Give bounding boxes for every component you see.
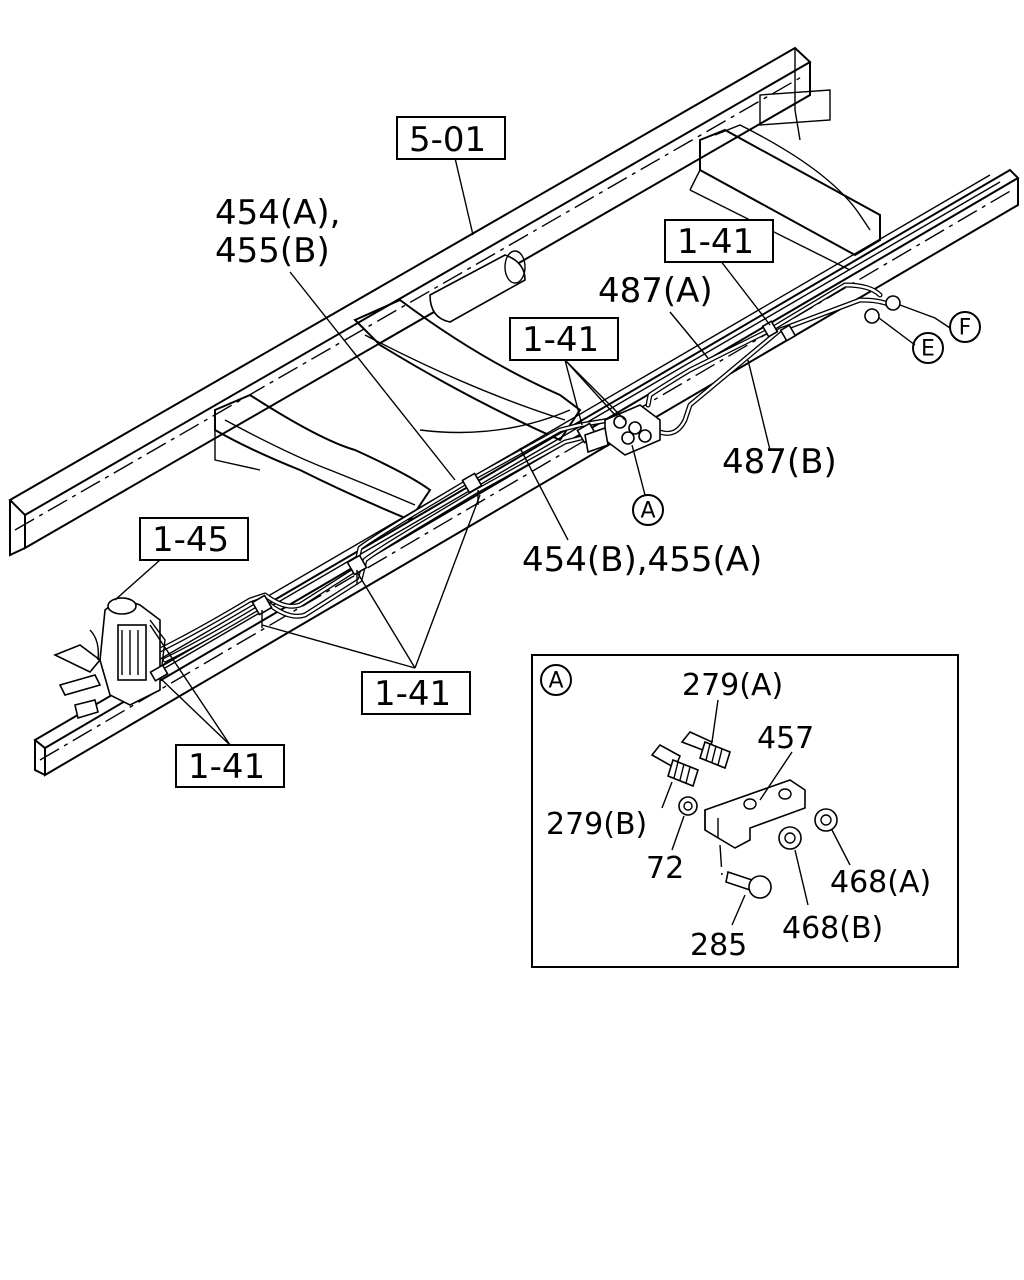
circle-ref-e: E bbox=[912, 332, 944, 364]
label-455b: 455(B) bbox=[215, 231, 330, 271]
end-fittings bbox=[864, 295, 951, 346]
circle-ref-f-label: F bbox=[959, 316, 972, 341]
connector-279a bbox=[680, 731, 731, 770]
ref-box-pipe-clip-center-label: 1-41 bbox=[522, 320, 599, 360]
ref-box-pipe-clip-lower-mid: 1-41 bbox=[361, 671, 471, 715]
pipe-clips bbox=[251, 320, 797, 628]
detail-a-marker-label: A bbox=[548, 669, 563, 694]
label-457: 457 bbox=[757, 721, 814, 756]
ref-box-brake-valve: 1-45 bbox=[139, 517, 249, 561]
ref-box-pipe-clip-lower-mid-label: 1-41 bbox=[374, 674, 451, 714]
label-468b: 468(B) bbox=[782, 911, 883, 946]
ref-box-pipe-clip-lower-left-label: 1-41 bbox=[188, 747, 265, 787]
label-454b-455a: 454(B),455(A) bbox=[522, 540, 762, 580]
detail-a-inset: A bbox=[531, 654, 959, 968]
label-285: 285 bbox=[690, 928, 747, 963]
nut-468a bbox=[814, 808, 838, 832]
cross-members bbox=[214, 89, 881, 522]
detail-a-marker: A bbox=[540, 664, 572, 696]
ref-box-brake-valve-label: 1-45 bbox=[152, 520, 229, 560]
label-487a: 487(A) bbox=[598, 271, 713, 311]
ref-box-pipe-clip-top-label: 1-41 bbox=[677, 222, 754, 262]
label-72: 72 bbox=[646, 851, 684, 886]
leader-lines bbox=[114, 157, 771, 746]
brake-valve bbox=[53, 597, 169, 720]
bracket-457 bbox=[704, 779, 806, 849]
ref-box-frame: 5-01 bbox=[396, 116, 506, 160]
label-279b: 279(B) bbox=[546, 807, 647, 842]
ref-box-frame-label: 5-01 bbox=[409, 120, 486, 160]
circle-ref-e-label: E bbox=[921, 337, 935, 362]
connector-279b bbox=[650, 743, 699, 788]
ref-box-pipe-clip-lower-left: 1-41 bbox=[175, 744, 285, 788]
circle-ref-f: F bbox=[949, 311, 981, 343]
bolt-285 bbox=[719, 844, 772, 899]
label-487b: 487(B) bbox=[722, 442, 837, 482]
circle-ref-a: A bbox=[632, 494, 664, 526]
label-454a: 454(A), bbox=[215, 193, 341, 233]
ref-box-pipe-clip-center: 1-41 bbox=[509, 317, 619, 361]
nut-72 bbox=[678, 796, 698, 816]
pipe-joint-block bbox=[584, 404, 661, 456]
brake-pipes bbox=[157, 282, 893, 663]
label-279a: 279(A) bbox=[682, 668, 783, 703]
label-468a: 468(A) bbox=[830, 865, 931, 900]
circle-ref-a-label: A bbox=[640, 499, 655, 524]
nut-468b bbox=[778, 826, 802, 850]
ref-box-pipe-clip-top: 1-41 bbox=[664, 219, 774, 263]
